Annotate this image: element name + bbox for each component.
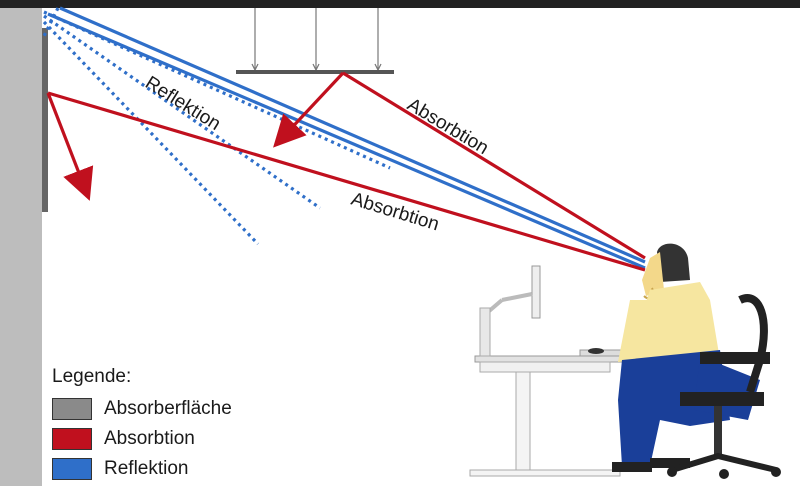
legend-swatch-reflection: [52, 458, 92, 480]
legend-label-reflection: Reflektion: [104, 458, 189, 479]
legend-item-reflection: Reflektion: [52, 454, 292, 484]
legend-item-absorber: Absorberfläche: [52, 394, 292, 424]
absorption-rays: [46, 71, 646, 272]
legend-label-absorption: Absorbtion: [104, 428, 195, 449]
legend-item-absorption: Absorbtion: [52, 424, 292, 454]
legend-title: Legende:: [52, 366, 132, 387]
legend: Legende: Absorberfläche Absorbtion Refle…: [52, 366, 292, 484]
desk: [469, 348, 636, 477]
reflection-direct-rays: [47, 6, 646, 270]
ceiling-absorber: [236, 8, 394, 74]
monitor: [479, 265, 541, 357]
person: [612, 243, 760, 472]
office-chair: [667, 294, 781, 479]
legend-swatch-absorption: [52, 428, 92, 450]
absorption-ceiling-label: Absorbtion: [403, 94, 492, 159]
legend-label-absorber: Absorberfläche: [104, 398, 232, 419]
wall: [0, 8, 42, 486]
wall-absorber-panel: [42, 28, 48, 212]
legend-swatch-absorber: [52, 398, 92, 420]
ceiling-edge: [0, 0, 800, 8]
